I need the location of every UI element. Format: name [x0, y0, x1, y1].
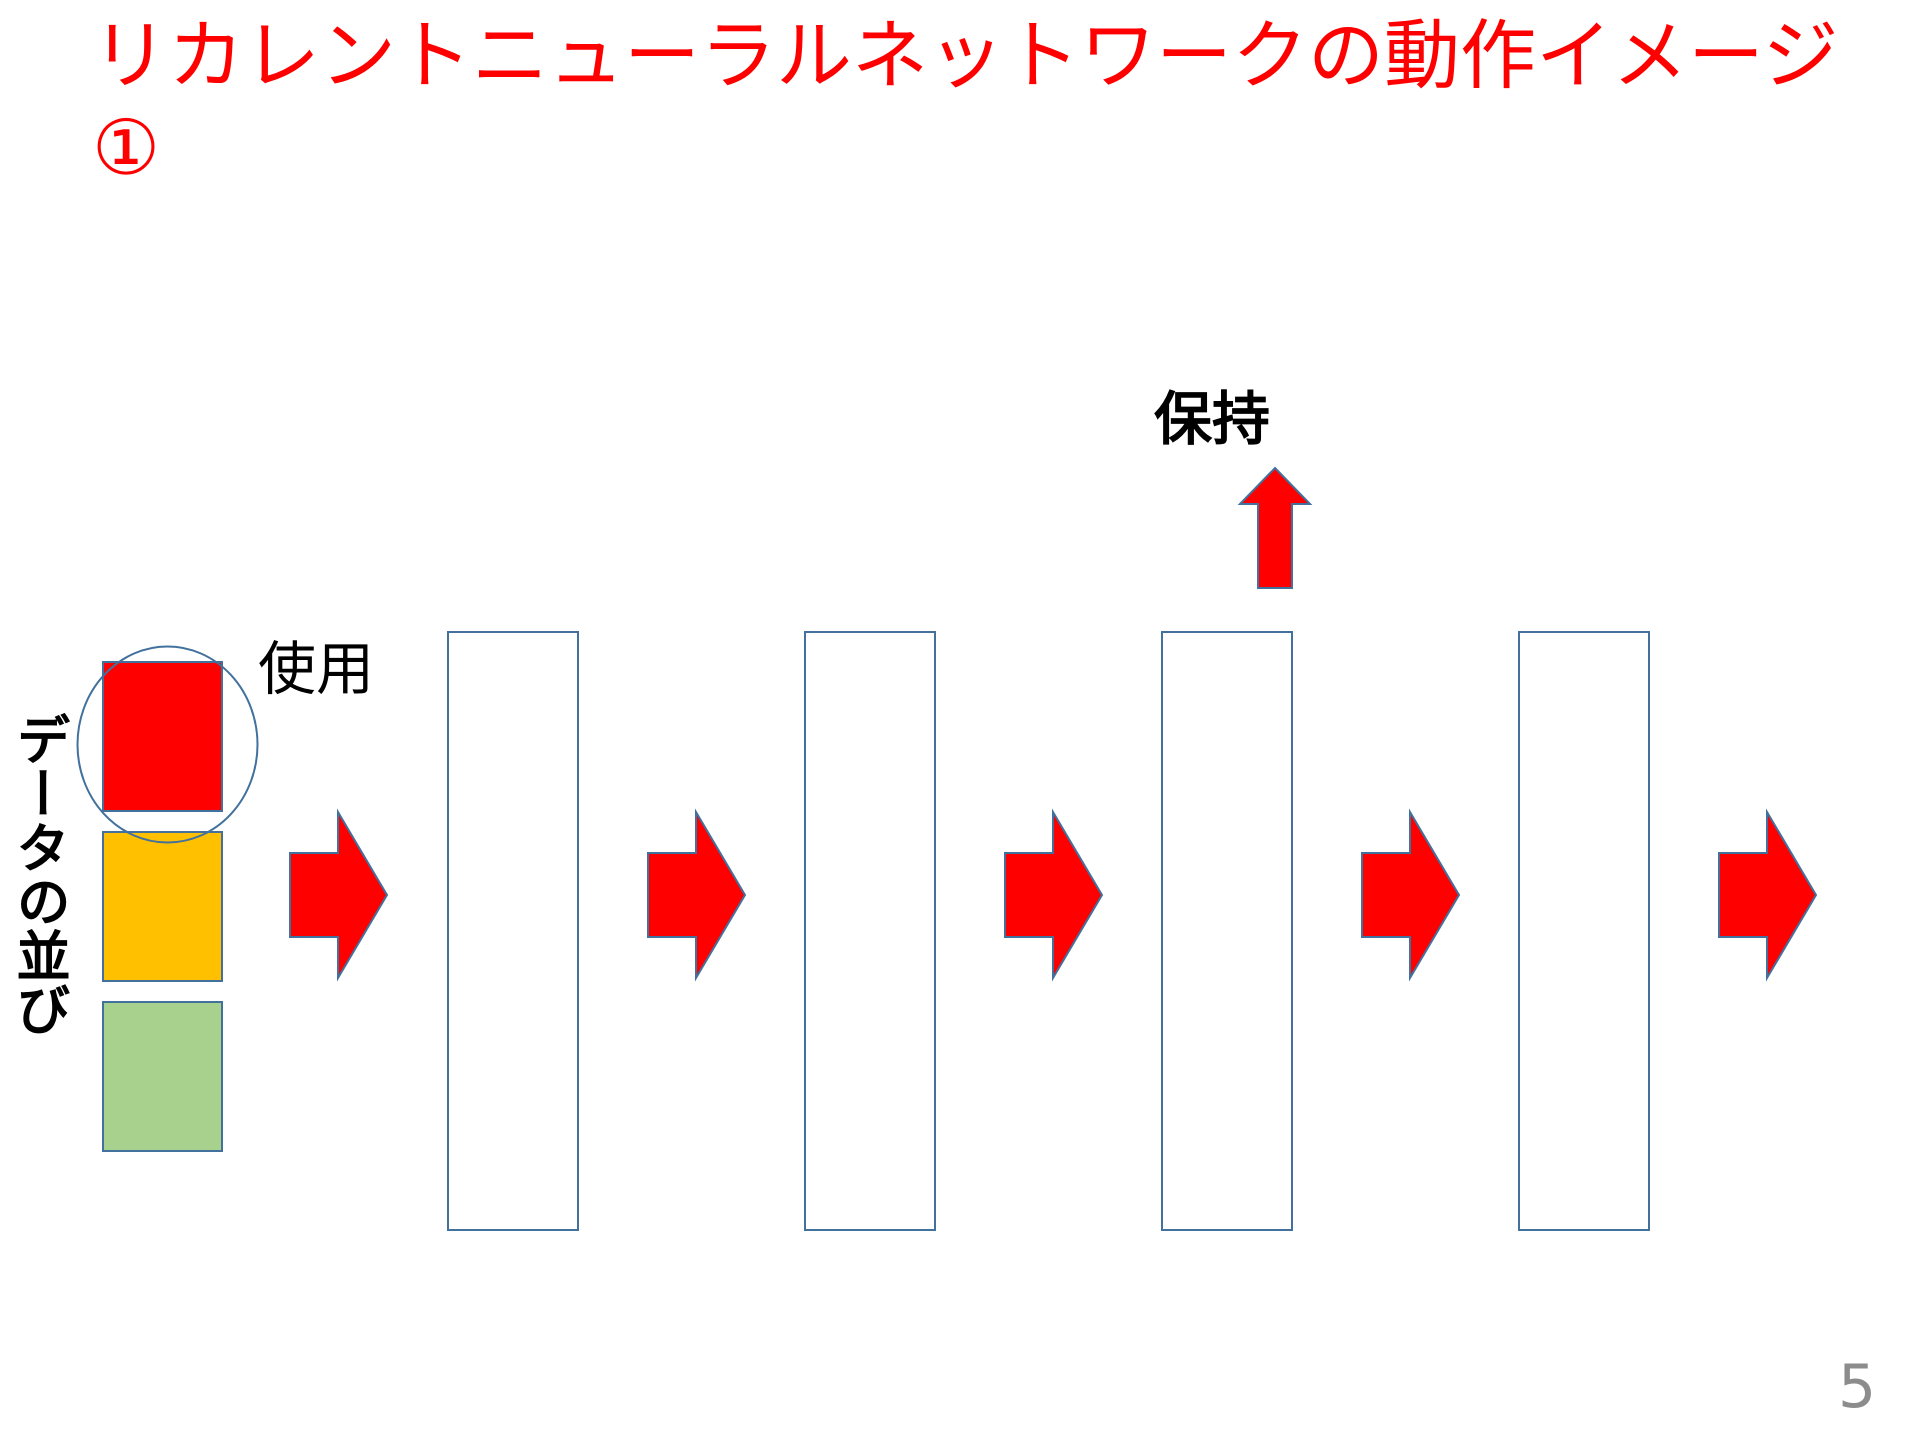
slide-title: リカレントニューラルネットワークの動作イメージ ① [92, 11, 1839, 192]
transition-arrow-1 [647, 808, 747, 982]
data-item-1 [102, 661, 223, 812]
rnn-step-box-3 [1161, 631, 1293, 1231]
data-item-3 [102, 1001, 223, 1152]
data-sequence-label: データの並び [7, 712, 70, 1036]
input-arrow [289, 808, 389, 982]
rnn-step-box-2 [804, 631, 936, 1231]
rnn-step-box-1 [447, 631, 579, 1231]
data-item-2 [102, 831, 223, 982]
page-number: 5 [1838, 1352, 1877, 1422]
used-label: 使用 [258, 635, 375, 703]
retain-arrow [1237, 466, 1313, 589]
current-item-circle [76, 645, 259, 844]
transition-arrow-3 [1361, 808, 1461, 982]
retain-label: 保持 [1154, 385, 1271, 453]
transition-arrow-4 [1718, 808, 1818, 982]
rnn-step-box-4 [1518, 631, 1650, 1231]
transition-arrow-2 [1004, 808, 1104, 982]
